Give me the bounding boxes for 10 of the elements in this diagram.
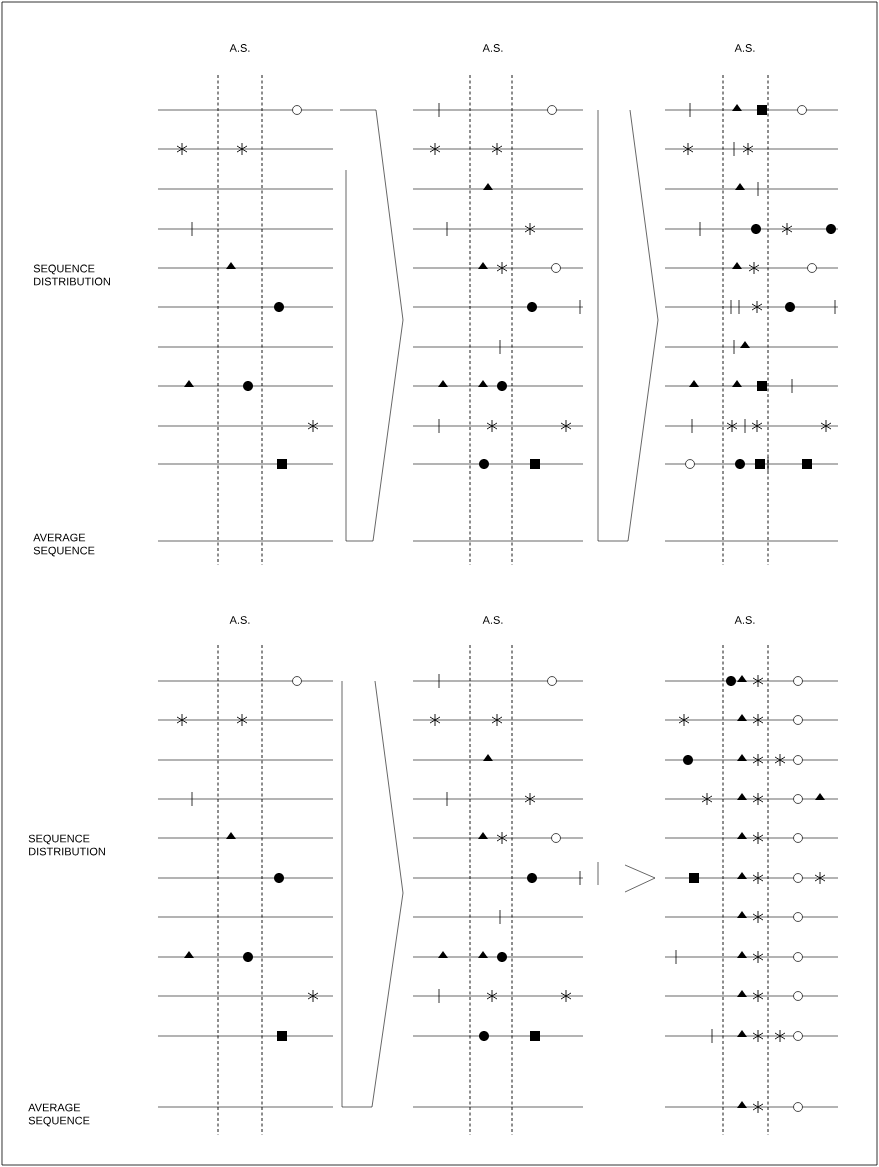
panel-label: A.S. [482, 44, 503, 52]
panel-label: A.S. [734, 44, 755, 52]
panel-label: SEQUENCE DISTRIBUTION [28, 834, 105, 856]
panel-label: A.S. [229, 44, 250, 52]
panel-label: AVERAGE SEQUENCE [28, 1103, 90, 1127]
panel-label: A.S. [482, 616, 503, 624]
panel-label: A.S. [734, 616, 755, 624]
panel-label: A.S. [229, 616, 250, 624]
panel-label: AVERAGE SEQUENCE [33, 533, 95, 557]
panel-label: SEQUENCE DISTRIBUTION [33, 264, 110, 286]
